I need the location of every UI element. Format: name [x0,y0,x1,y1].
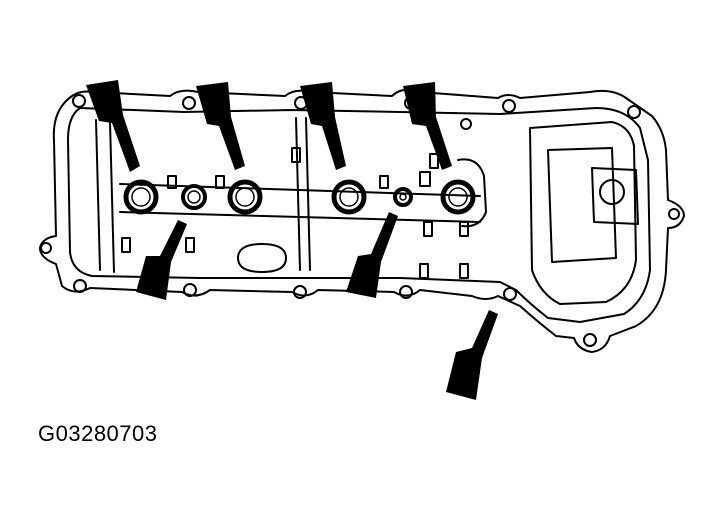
spine-line [119,183,481,197]
baffle-window [591,167,639,225]
bracket-detail [459,263,469,279]
oil-filler-boss [237,243,287,273]
bracket-detail [419,263,429,279]
spine-line [119,211,481,223]
bracket-detail [419,171,431,187]
baffle-chamber [529,121,637,305]
tube-seal-large [227,179,263,215]
valve-cover-outer-outline [39,88,685,353]
tube-seal-small [181,184,207,210]
bracket-detail [121,237,131,253]
arrow-icon [86,80,140,172]
tube-seal-large [331,179,367,215]
bracket-detail [167,175,177,189]
arrow-icon [403,82,452,170]
bracket-detail [459,221,469,237]
arrow-icon [136,220,187,300]
figure-caption: G03280703 [38,421,158,446]
bolt-bosses [40,94,680,347]
tube-seal-small [393,187,413,207]
bracket-detail [185,237,195,253]
bracket-detail [429,153,439,169]
arrow-icon [196,82,245,170]
valve-cover-inner-outline [67,107,651,323]
bracket-detail [215,175,225,189]
arrow-icon [300,82,346,170]
bracket-detail [379,175,389,189]
rib-line [295,117,301,271]
baffle-chamber-inner [547,147,617,263]
bracket-detail [291,147,301,163]
arrow-icon [346,212,398,298]
boss-contour [457,158,487,228]
pointer-arrows [86,80,498,400]
baffle-port [599,179,625,205]
arrow-icon [446,310,498,400]
rib-line [95,119,101,271]
rib-line [109,121,115,273]
tube-seal-large [123,179,159,215]
rib-line [305,117,311,271]
bracket-detail [423,221,433,237]
tube-seals [123,179,476,215]
tube-seal-large [440,179,476,215]
